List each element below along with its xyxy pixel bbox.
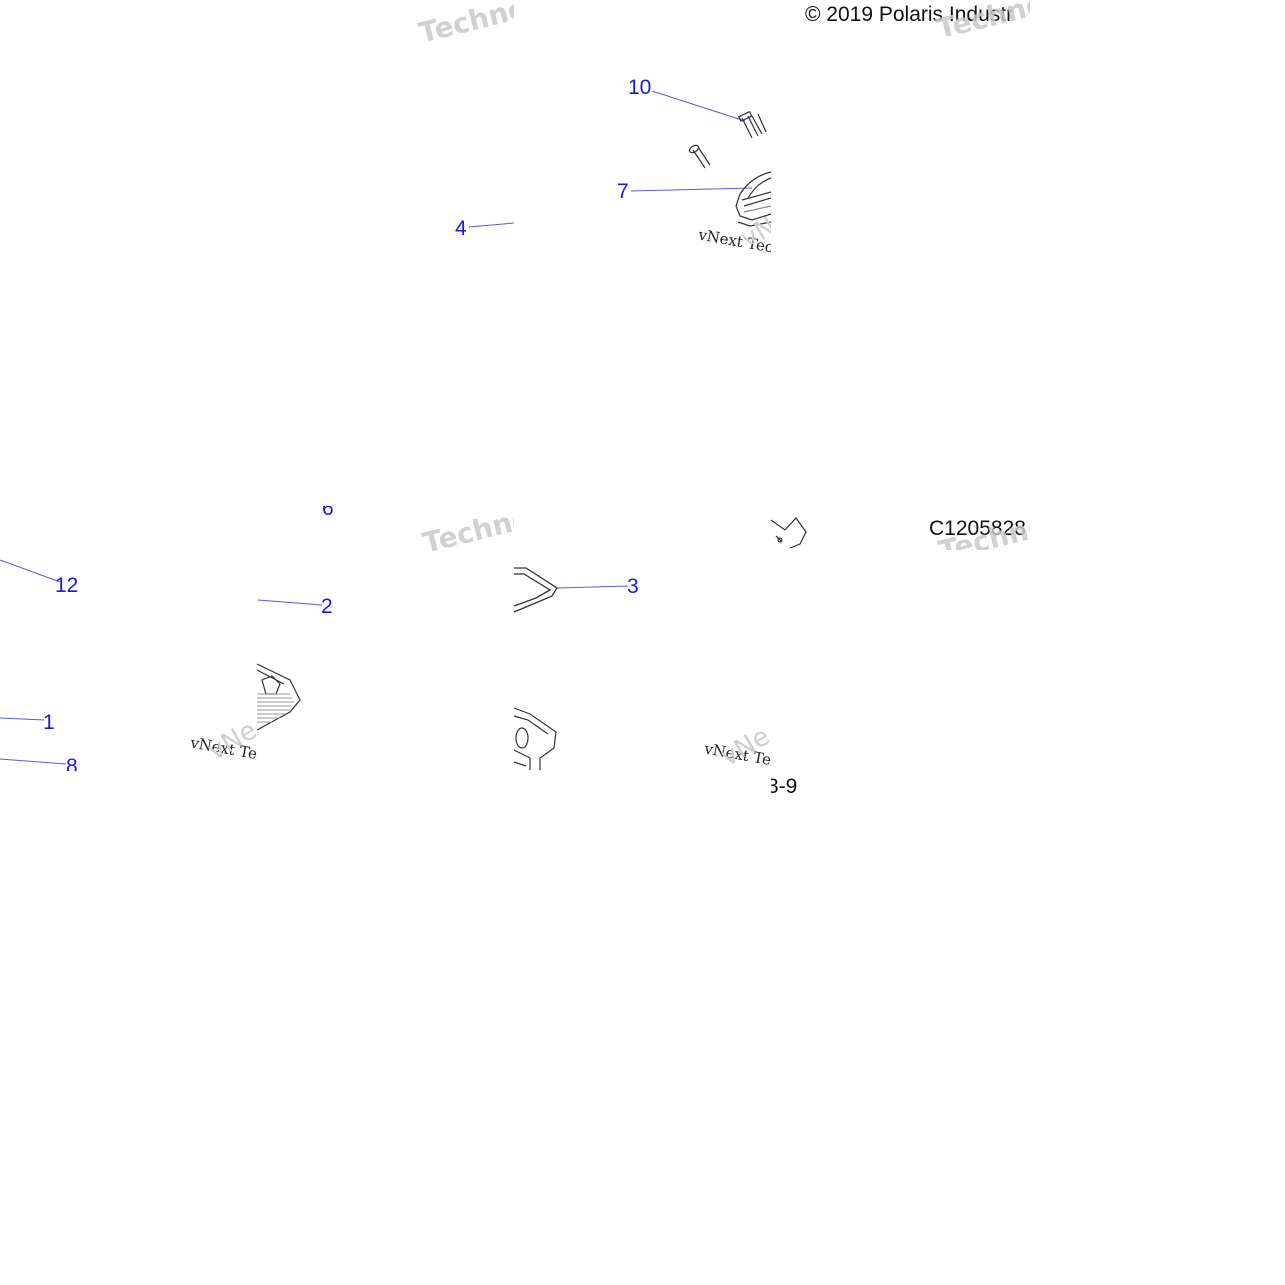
watermark-techno-midright: Techno bbox=[935, 516, 1030, 550]
watermark-techno-mid-clip: Techno bbox=[416, 508, 514, 554]
leader-line-3 bbox=[556, 585, 629, 589]
leader-line-1 bbox=[0, 717, 45, 721]
watermark-techno-topright: Techno bbox=[933, 0, 1030, 36]
callout-7: 7 bbox=[617, 180, 629, 203]
watermark-techno-mid: Techno bbox=[419, 508, 514, 554]
callout-12: 12 bbox=[55, 574, 79, 597]
watermark-vnext-grey-top: vNe bbox=[740, 210, 771, 244]
callout-3: 3 bbox=[627, 575, 639, 598]
drawing-code: C1205828 bbox=[929, 517, 1026, 540]
screw-single bbox=[688, 144, 711, 169]
cover-fragment bbox=[256, 663, 301, 731]
screw-pair bbox=[737, 110, 767, 139]
watermark-techno-top: Techno bbox=[415, 0, 514, 50]
leader-line-7 bbox=[630, 187, 753, 192]
callout-10: 10 bbox=[628, 76, 652, 99]
page-fragment: 3-9 bbox=[771, 775, 798, 798]
watermark-techno-midright-clip: Techno bbox=[932, 516, 1030, 550]
copyright-clip: © 2019 Polaris Industr bbox=[805, 2, 1029, 30]
callout-6-clip: 6 bbox=[322, 506, 338, 520]
drawing-code-clip: C1205828 bbox=[929, 516, 1029, 544]
leader-line-4 bbox=[468, 222, 515, 228]
watermark-vnext-grey-top-clip: vNe bbox=[740, 210, 771, 244]
watermark-vnext-grey-right-clip: vNe bbox=[718, 726, 771, 766]
leader-line-12 bbox=[0, 559, 61, 583]
leader-line-2 bbox=[257, 599, 323, 606]
page-fragment-clip: 3-9 bbox=[771, 774, 801, 800]
base-fragment bbox=[513, 707, 557, 770]
watermark-vnext-grey-left-clip: vNe bbox=[205, 720, 257, 760]
watermark-techno-topright-clip: Techno bbox=[930, 0, 1030, 36]
leader-line-10 bbox=[651, 90, 746, 122]
leader-line-8 bbox=[0, 758, 67, 765]
callout-4: 4 bbox=[455, 217, 467, 240]
watermark-vnext-grey-right: vNe bbox=[718, 726, 771, 766]
callout-8: 8 bbox=[66, 755, 78, 771]
callout-2: 2 bbox=[321, 595, 333, 618]
cover-hatching bbox=[257, 693, 294, 723]
callout-8-clip: 8 bbox=[64, 754, 84, 771]
watermark-vnext-grey-left: vNe bbox=[205, 720, 257, 760]
callout-6: 6 bbox=[322, 506, 334, 520]
watermark-techno-top-clip: Techno bbox=[410, 0, 514, 50]
gasket-frame bbox=[513, 567, 558, 613]
housing-fragment bbox=[735, 171, 772, 227]
copyright-text: © 2019 Polaris Industr bbox=[805, 3, 1014, 26]
bracket-fragment bbox=[770, 517, 807, 549]
callout-1: 1 bbox=[43, 711, 55, 734]
